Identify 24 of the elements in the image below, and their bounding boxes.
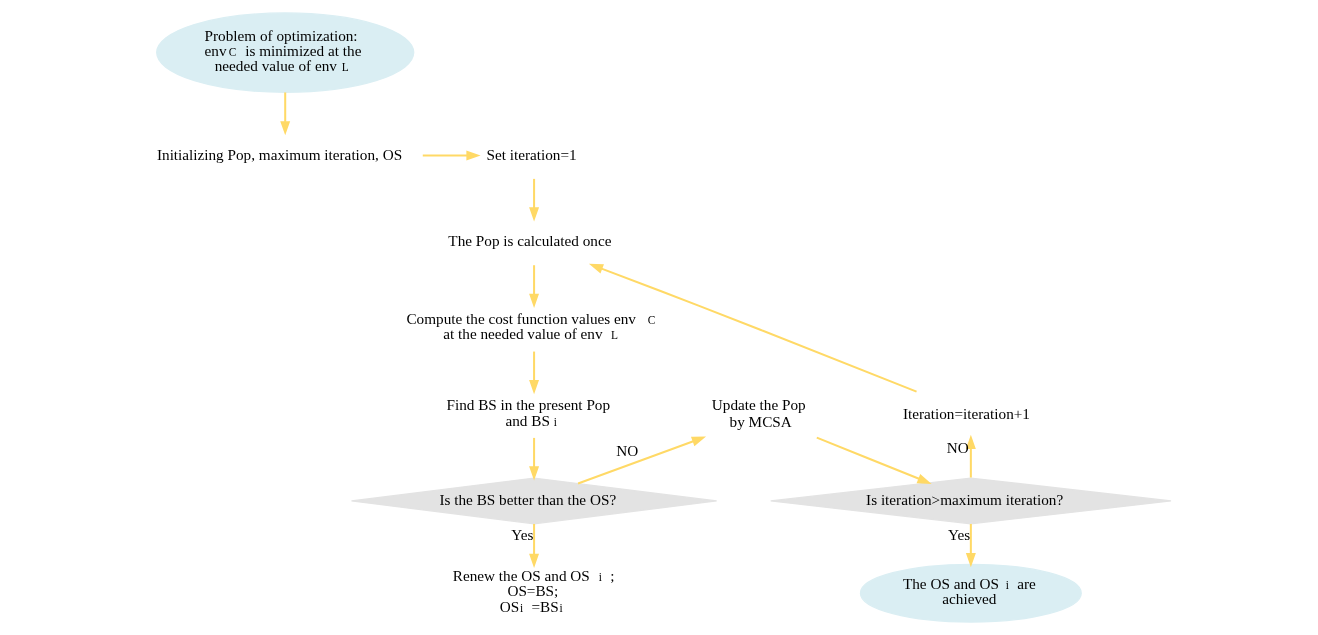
arrow bbox=[528, 178, 539, 222]
node-text: Find BS in the present Pop and BSi bbox=[445, 396, 610, 429]
node-text: Iteration=iteration+1 bbox=[902, 404, 1030, 422]
node-diamond: Is the BS better than the OS? bbox=[350, 477, 717, 525]
arrow bbox=[528, 351, 539, 395]
arrow bbox=[965, 434, 976, 478]
node-text: Set iteration=1 bbox=[485, 145, 577, 163]
arrow bbox=[528, 437, 539, 481]
node-text: Initializing Pop, maximum iteration, OS bbox=[156, 145, 402, 163]
arrow bbox=[815, 436, 932, 484]
arrow bbox=[965, 523, 976, 568]
edge-label: Yes bbox=[510, 525, 533, 543]
edge-label: NO bbox=[615, 442, 638, 460]
node-diamond: Is iteration>maximum iteration? bbox=[769, 477, 1172, 525]
node-text: The Pop is calculated once bbox=[447, 231, 611, 249]
arrow bbox=[528, 265, 539, 308]
arrow bbox=[528, 523, 539, 568]
arrow bbox=[588, 263, 917, 393]
arrow bbox=[577, 436, 706, 485]
node-text: Update the Pop by MCSA bbox=[711, 396, 806, 430]
edge-label: Yes bbox=[947, 525, 970, 543]
arrow bbox=[279, 92, 290, 136]
arrow bbox=[422, 150, 481, 161]
edge-label: NO bbox=[946, 439, 969, 457]
